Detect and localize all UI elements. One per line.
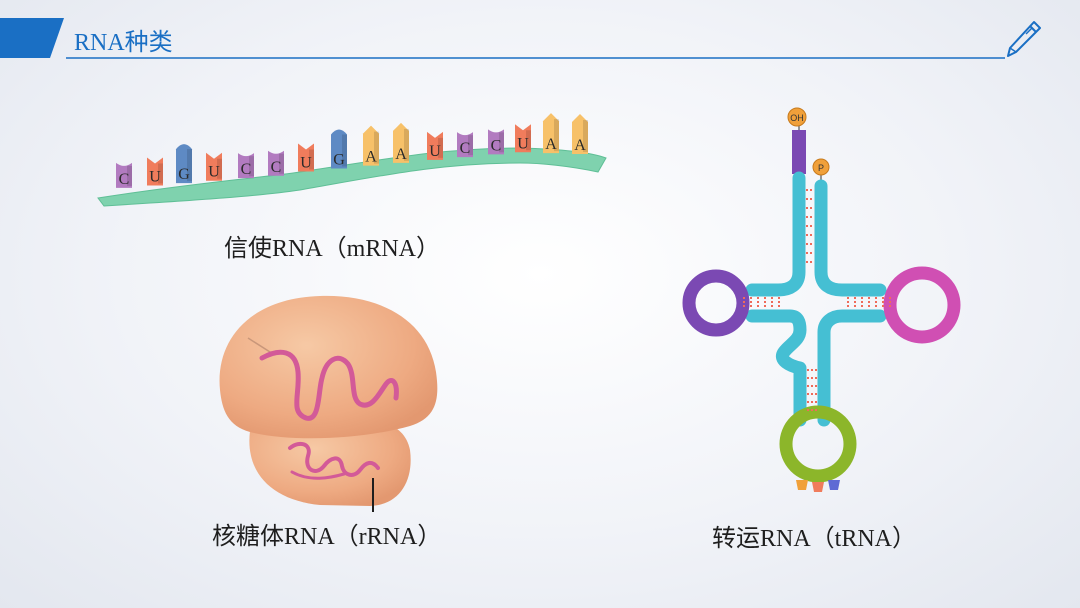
anticodon-bases xyxy=(796,480,840,492)
nucleotide-u: U xyxy=(206,152,222,181)
nucleotide-letter: U xyxy=(517,135,529,152)
rrna-caption: 核糖体RNA（rRNA） xyxy=(212,524,442,550)
nucleotide-shade xyxy=(468,135,473,156)
nucleotide-g: G xyxy=(331,129,347,169)
nucleotide-body xyxy=(515,124,531,153)
nucleotide-letter: A xyxy=(574,137,586,154)
ribosome-tunnel-line xyxy=(247,337,271,353)
nucleotide-shade xyxy=(217,158,222,179)
trna-t-loop xyxy=(883,266,961,344)
header-decoration xyxy=(0,18,1041,59)
mrna-backbone-ribbon xyxy=(97,147,607,207)
nucleotide-body xyxy=(488,129,504,155)
trna-caption: 转运RNA（tRNA） xyxy=(712,526,917,552)
nucleotide-letter: U xyxy=(208,164,220,181)
nucleotide-letter: C xyxy=(491,137,502,154)
nucleotide-body xyxy=(116,162,132,188)
nucleotide-letter: G xyxy=(333,151,345,168)
nucleotide-shade xyxy=(583,120,588,152)
nucleotide-shade xyxy=(127,165,132,186)
nucleotide-letter: C xyxy=(271,159,282,176)
nucleotide-letter: G xyxy=(178,166,190,183)
nucleotide-c: C xyxy=(488,129,504,155)
nucleotide-shade xyxy=(309,149,314,170)
nucleotide-letter: U xyxy=(429,143,441,160)
nucleotide-c: C xyxy=(457,132,473,158)
nucleotide-u: U xyxy=(298,143,314,172)
nucleotide-c: C xyxy=(238,153,254,179)
trna-anticodon-loop xyxy=(779,405,857,483)
nucleotide-body xyxy=(543,113,559,154)
nucleotide-shade xyxy=(404,128,409,161)
nucleotide-shade xyxy=(499,132,504,153)
nucleotide-body xyxy=(238,153,254,179)
nucleotide-shade xyxy=(438,137,443,158)
nucleotide-body xyxy=(268,150,284,176)
rrna-strand-lower xyxy=(288,441,380,477)
nucleotide-shade xyxy=(158,163,163,184)
trna-oh-cap: OH xyxy=(787,107,807,174)
nucleotide-body xyxy=(206,152,222,181)
nucleotide-shade xyxy=(554,119,559,152)
trna-p-cap: P xyxy=(812,158,830,182)
nucleotide-u: U xyxy=(147,157,163,186)
mrna-caption: 信使RNA（mRNA） xyxy=(224,236,441,262)
nucleotide-body xyxy=(331,129,347,169)
rrna-strand-tail xyxy=(290,470,346,480)
nucleotide-letter: C xyxy=(460,140,471,157)
trna-d-loop xyxy=(682,269,750,337)
nucleotide-letter: A xyxy=(395,146,407,163)
page-title: RNA种类 xyxy=(74,30,173,56)
trna-backbone xyxy=(745,171,887,427)
nucleotide-shade xyxy=(279,153,284,174)
nucleotide-body xyxy=(147,157,163,186)
nucleotide-a: A xyxy=(572,114,588,154)
nucleotide-letter: A xyxy=(365,149,377,166)
nucleotide-body xyxy=(572,114,588,154)
nucleotide-letter: U xyxy=(300,154,312,171)
nucleotide-a: A xyxy=(393,122,409,163)
trna-base-pairs xyxy=(743,189,891,411)
rrna-strand-upper xyxy=(259,349,399,421)
nucleotide-shade xyxy=(342,134,347,167)
oh-label: OH xyxy=(790,113,804,123)
header-accent-block xyxy=(0,18,64,58)
nucleotide-c: C xyxy=(268,150,284,176)
nucleotide-letter: A xyxy=(545,136,557,153)
nucleotide-a: A xyxy=(363,125,379,166)
nucleotide-c: C xyxy=(116,162,132,188)
nucleotide-shade xyxy=(187,149,192,182)
nucleotide-body xyxy=(427,131,443,160)
nucleotide-letter: C xyxy=(241,161,252,178)
nucleotide-g: G xyxy=(176,144,192,184)
nucleotide-u: U xyxy=(427,131,443,160)
nucleotide-body xyxy=(176,144,192,184)
nucleotide-a: A xyxy=(543,113,559,154)
nucleotide-u: U xyxy=(515,124,531,153)
nucleotide-body xyxy=(457,132,473,158)
nucleotide-shade xyxy=(374,131,379,164)
nucleotide-body xyxy=(393,122,409,163)
nucleotide-body xyxy=(363,125,379,166)
nucleotide-letter: U xyxy=(149,168,161,185)
nucleotide-body xyxy=(298,143,314,172)
p-label: P xyxy=(818,163,824,173)
pen-icon xyxy=(1007,21,1041,57)
nucleotide-shade xyxy=(526,130,531,151)
nucleotide-shade xyxy=(249,156,254,177)
slide-header: RNA种类 xyxy=(0,0,1080,70)
nucleotide-letter: C xyxy=(119,171,130,188)
